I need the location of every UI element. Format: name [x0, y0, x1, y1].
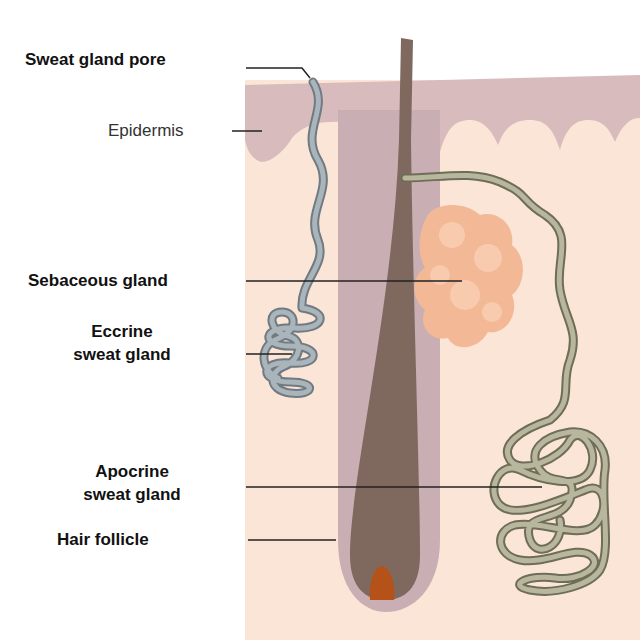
dermis: [245, 80, 640, 640]
leader-line: [248, 539, 336, 541]
sweat-pore: [308, 73, 318, 76]
leader-line: [246, 280, 462, 282]
hair-papilla: [370, 566, 395, 600]
sebaceous-lobule: [474, 244, 502, 272]
leader-line: [232, 130, 262, 132]
hair-shaft: [350, 38, 420, 600]
sebaceous-lobule: [439, 222, 465, 248]
part-label: Apocrine sweat gland: [76, 460, 188, 506]
sebaceous-gland: [414, 205, 522, 347]
leader-lines: [232, 68, 542, 540]
part-label: Sebaceous gland: [28, 269, 168, 292]
leader-line: [246, 486, 542, 488]
leader-line: [246, 68, 310, 78]
eccrine-tube: [264, 82, 323, 393]
sebaceous-lobule: [482, 302, 502, 322]
epidermis-layer: [245, 75, 640, 162]
leader-line: [246, 353, 292, 355]
eccrine-gland: [264, 74, 323, 393]
apocrine-tube: [405, 175, 606, 591]
sebaceous-lobule: [430, 265, 450, 285]
part-label: Epidermis: [108, 119, 184, 142]
eccrine-tube-outline: [264, 82, 323, 393]
apocrine-gland: [405, 175, 606, 591]
part-label: Sweat gland pore: [25, 48, 166, 71]
sebaceous-lobule: [450, 280, 480, 310]
apocrine-tube-outline: [405, 175, 606, 591]
part-label: Eccrine sweat gland: [66, 320, 178, 366]
sebaceous-lobes: [414, 205, 522, 347]
part-label: Hair follicle: [57, 528, 149, 551]
